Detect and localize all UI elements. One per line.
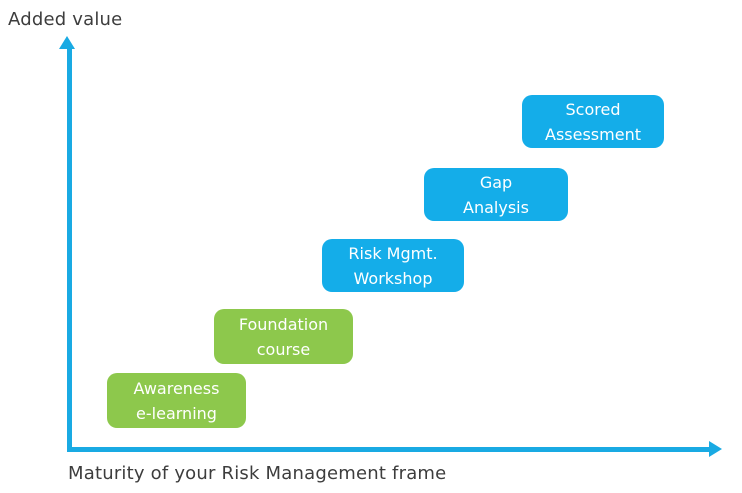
x-axis-title: Maturity of your Risk Management frame [68,463,447,484]
step-label-line2: e-learning [136,403,217,423]
step-box-awareness-elearning: Awareness e-learning [107,373,246,428]
step-label-line2: Assessment [545,124,641,144]
y-axis-title: Added value [8,9,123,30]
step-label-line2: Workshop [353,268,433,288]
x-axis-line [67,447,710,452]
step-box-scored-assessment: Scored Assessment [522,95,664,148]
y-axis-line [67,47,72,451]
step-label-line2: Analysis [463,197,529,217]
step-label-line1: Awareness [133,378,220,398]
step-label-line2: course [256,339,311,359]
step-label-line1: Scored [565,99,621,119]
step-label-line1: Risk Mgmt. [348,243,438,263]
y-axis-arrowhead-icon [59,36,75,49]
step-label-line1: Foundation [238,314,329,334]
step-box-risk-mgmt-workshop: Risk Mgmt. Workshop [322,239,464,292]
step-label-line1: Gap [479,172,513,192]
step-box-foundation-course: Foundation course [214,309,353,364]
step-box-gap-analysis: Gap Analysis [424,168,568,221]
x-axis-arrowhead-icon [709,441,722,457]
